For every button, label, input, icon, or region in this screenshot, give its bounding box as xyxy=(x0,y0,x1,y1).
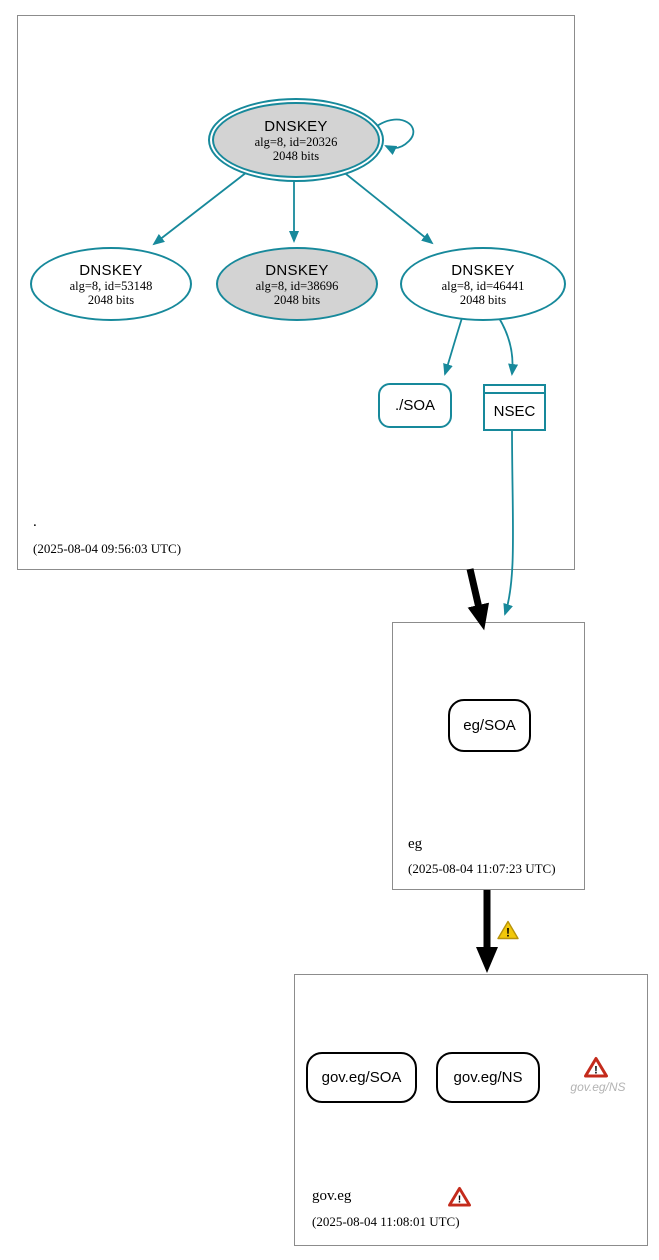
nsec-node[interactable]: NSEC xyxy=(483,384,546,431)
gov-eg-zone-name: gov.eg xyxy=(312,1188,352,1204)
gov-eg-soa-node[interactable]: gov.eg/SOA xyxy=(306,1052,417,1103)
dnskey-38696-node[interactable]: DNSKEY alg=8, id=38696 2048 bits xyxy=(216,247,378,321)
svg-text:!: ! xyxy=(458,1194,462,1206)
dnskey-bits: 2048 bits xyxy=(272,148,320,163)
eg-soa-node[interactable]: eg/SOA xyxy=(448,699,531,752)
eg-zone-timestamp: (2025-08-04 11:07:23 UTC) xyxy=(408,861,556,876)
dnskey-46441-node[interactable]: DNSKEY alg=8, id=46441 2048 bits xyxy=(400,247,566,321)
root-zone-name: . xyxy=(33,514,37,530)
gov-eg-zone-timestamp: (2025-08-04 11:08:01 UTC) xyxy=(312,1214,460,1229)
gov-eg-ns-label: gov.eg/NS xyxy=(453,1069,523,1086)
dnskey-title: DNSKEY xyxy=(264,117,328,135)
svg-text:!: ! xyxy=(506,926,510,940)
root-soa-node[interactable]: ./SOA xyxy=(378,383,452,428)
nsec-label: NSEC xyxy=(493,403,536,420)
dnskey-bits: 2048 bits xyxy=(273,292,321,307)
dnskey-params: alg=8, id=53148 xyxy=(69,278,153,293)
zone-box-gov-eg xyxy=(294,974,648,1246)
eg-zone-name: eg xyxy=(408,836,423,852)
dnskey-params: alg=8, id=46441 xyxy=(441,278,525,293)
root-zone-timestamp: (2025-08-04 09:56:03 UTC) xyxy=(33,541,182,556)
gov-eg-soa-label: gov.eg/SOA xyxy=(321,1069,402,1086)
nsec-header-strip xyxy=(485,386,544,394)
dnskey-title: DNSKEY xyxy=(265,261,329,279)
svg-text:!: ! xyxy=(594,1065,598,1077)
bogus-ns-caption: gov.eg/NS xyxy=(570,1080,626,1094)
dnskey-bits: 2048 bits xyxy=(459,292,507,307)
dnskey-title: DNSKEY xyxy=(451,261,515,279)
dnskey-params: alg=8, id=20326 xyxy=(254,134,338,149)
error-icon[interactable]: ! xyxy=(584,1056,608,1078)
gov-eg-ns-node[interactable]: gov.eg/NS xyxy=(436,1052,540,1103)
zone-box-eg xyxy=(392,622,585,890)
edge-delegation-root-to-eg xyxy=(466,568,490,631)
dnskey-53148-node[interactable]: DNSKEY alg=8, id=53148 2048 bits xyxy=(30,247,192,321)
dnskey-ksk-20326-node[interactable]: DNSKEY alg=8, id=20326 2048 bits xyxy=(208,98,384,182)
dnskey-params: alg=8, id=38696 xyxy=(255,278,339,293)
warning-icon[interactable]: ! xyxy=(497,920,519,940)
root-soa-label: ./SOA xyxy=(394,397,435,414)
dnskey-bits: 2048 bits xyxy=(87,292,135,307)
eg-soa-label: eg/SOA xyxy=(463,717,516,734)
error-icon[interactable]: ! xyxy=(448,1186,471,1207)
dnskey-title: DNSKEY xyxy=(79,261,143,279)
dnskey-ksk-20326-body: DNSKEY alg=8, id=20326 2048 bits xyxy=(212,102,380,178)
